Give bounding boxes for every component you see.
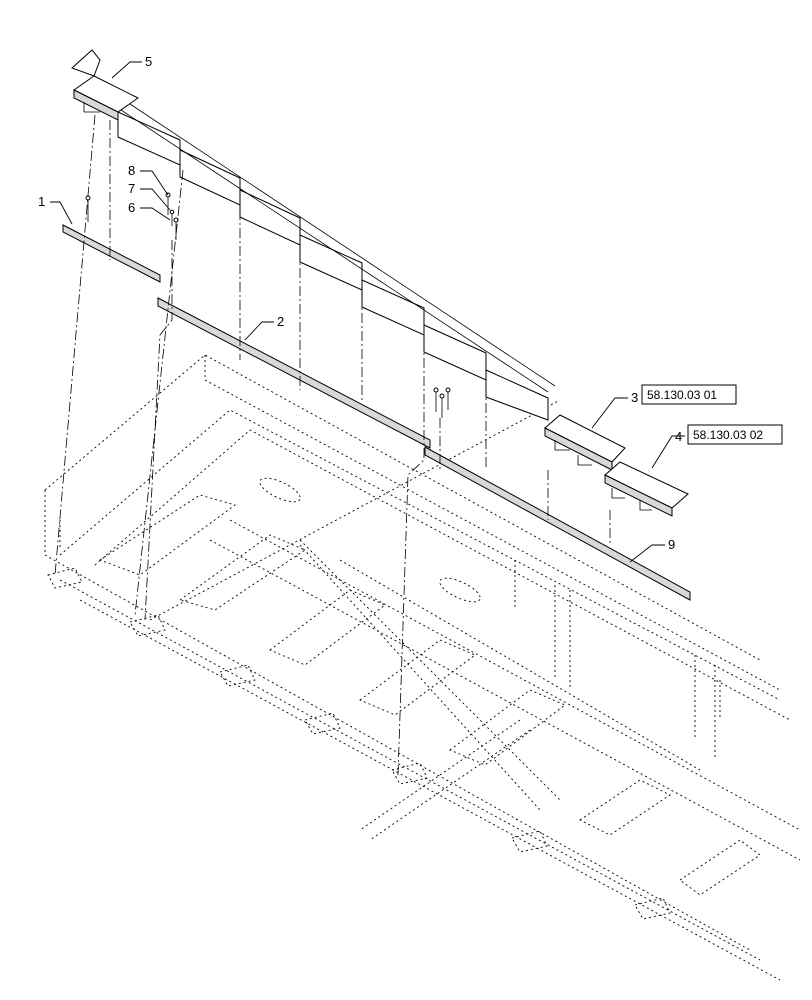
reference-box-4[interactable]: 58.130.03 02 (687, 424, 783, 445)
alignment-lines (54, 114, 611, 776)
shield-segments (117, 103, 556, 421)
leader-lines (50, 61, 685, 563)
header-frame (44, 354, 801, 981)
reference-3-text: 58.130.03 01 (647, 388, 717, 402)
callout-labels: 1 2 3 4 5 6 7 8 9 (38, 54, 682, 552)
reference-4-text: 58.130.03 02 (693, 428, 763, 442)
part-3-shield (544, 414, 626, 471)
callout-8: 8 (128, 163, 135, 178)
part-9-long-plate (424, 446, 691, 601)
bolts-group-right (433, 387, 451, 418)
callout-7: 7 (128, 181, 135, 196)
callout-2: 2 (277, 314, 284, 329)
callout-4: 4 (675, 429, 682, 444)
callout-6: 6 (128, 200, 135, 215)
callout-3: 3 (631, 390, 638, 405)
part-2-long-plate (157, 297, 431, 449)
callout-9: 9 (668, 537, 675, 552)
callout-5: 5 (145, 54, 152, 69)
part-4-shield (604, 461, 689, 517)
part-1-plate (62, 224, 161, 283)
callout-1: 1 (38, 194, 45, 209)
part-5-end-shield (71, 49, 139, 121)
reference-box-3[interactable]: 58.130.03 01 (641, 384, 737, 405)
